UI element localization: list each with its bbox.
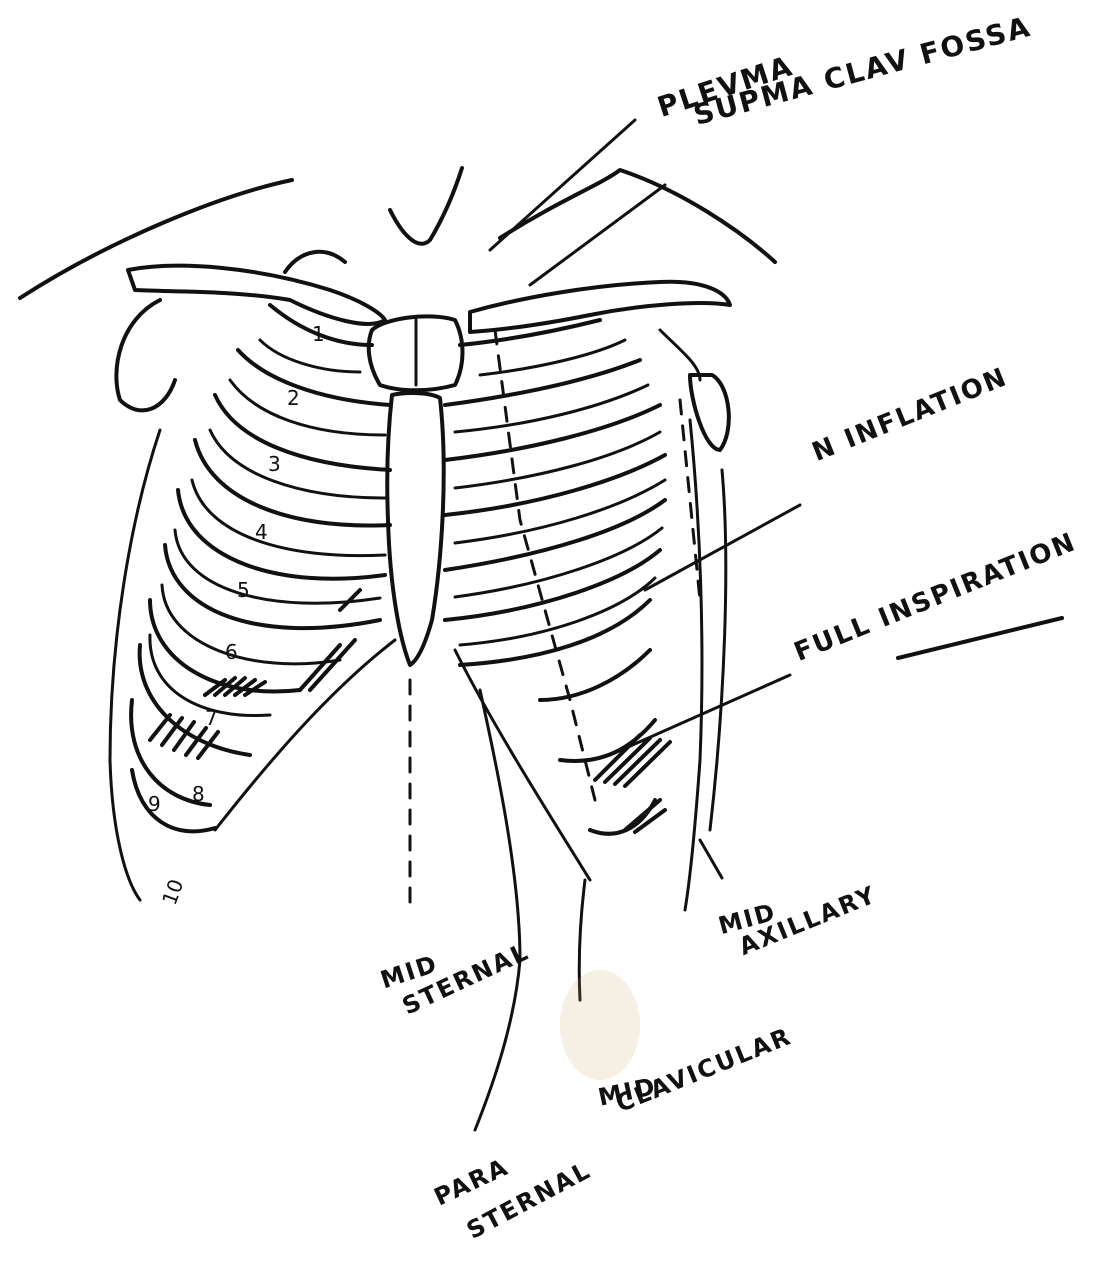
left-scapula: [116, 300, 175, 410]
left-costal-margin: [215, 640, 395, 830]
left-shoulder-outline: [20, 180, 292, 298]
right-rib-3: [445, 405, 660, 460]
right-axillary-line: [710, 470, 726, 830]
right-clavicle: [470, 282, 730, 332]
left-rib-3: [215, 395, 390, 470]
right-rib-inner-1: [480, 340, 625, 375]
neck-notch: [390, 168, 462, 244]
left-clavicle: [128, 266, 385, 324]
right-rib-10: [590, 800, 655, 834]
left-rib-5: [178, 490, 385, 579]
pleura-leader: [490, 120, 635, 250]
rib-number-3: 3: [268, 452, 281, 476]
right-rib-8: [540, 650, 650, 700]
right-rib-inner-2: [455, 385, 648, 432]
mid-clavicular-line: [495, 330, 595, 800]
right-ribs: [445, 320, 726, 910]
right-costal-margin: [455, 650, 590, 880]
right-lateral-wall: [685, 420, 702, 910]
left-rib-6: [165, 545, 380, 628]
mid-axillary-leader: [700, 840, 722, 878]
rib-number-2: 2: [287, 386, 300, 410]
left-rib-inner-3: [210, 430, 385, 498]
inflation-leader: [645, 505, 800, 590]
left-lateral-wall: [110, 430, 160, 900]
left-trapezius: [285, 252, 345, 272]
emphasis-underline: [898, 618, 1062, 658]
right-scapula: [690, 375, 729, 450]
rib-number-6: 6: [225, 640, 238, 664]
sternum-body: [387, 393, 443, 665]
paper-stain: [560, 970, 640, 1080]
left-rib-inner-1: [260, 340, 360, 372]
supraclav-leader: [530, 185, 665, 285]
rib-number-7: 7: [205, 706, 218, 730]
rib-number-5: 5: [237, 578, 250, 602]
hatch-left-costal: [300, 590, 360, 690]
rib-number-8: 8: [192, 782, 205, 806]
left-rib-2: [238, 350, 390, 405]
right-rib-2: [445, 360, 640, 405]
rib-number-4: 4: [255, 520, 268, 544]
right-shoulder-outline: [500, 170, 775, 262]
rib-number-1: 1: [312, 322, 325, 346]
right-rib-7: [460, 600, 650, 665]
hatch-right-1: [595, 735, 670, 786]
right-rib-inner-6: [460, 578, 655, 645]
right-rib-6: [445, 550, 660, 620]
rib-number-9: 9: [148, 792, 161, 816]
right-acromion: [660, 330, 700, 380]
